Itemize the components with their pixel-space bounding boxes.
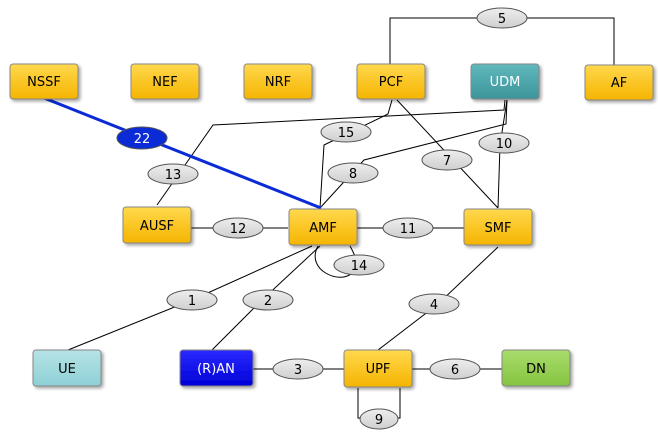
nf-dn[interactable]: DN	[501, 349, 571, 387]
nf-amf[interactable]: AMF	[288, 208, 358, 246]
nf-nef-label: NEF	[152, 75, 177, 90]
nf-nrf[interactable]: NRF	[243, 63, 313, 100]
ref-point-13: 13	[147, 163, 199, 185]
nf-smf-label: SMF	[485, 221, 512, 236]
ref-point-15-label: 15	[338, 126, 355, 141]
ref-point-22: 22	[116, 126, 168, 150]
ref-point-7: 7	[421, 149, 473, 171]
ref-point-5-label: 5	[498, 12, 506, 27]
nf-nssf-label: NSSF	[27, 75, 61, 90]
nf-ausf[interactable]: AUSF	[122, 206, 192, 244]
nf-upf-label: UPF	[366, 362, 391, 377]
ref-point-10: 10	[478, 132, 530, 154]
nf-nef[interactable]: NEF	[130, 63, 200, 100]
nf-udm-label: UDM	[490, 75, 521, 90]
ref-point-14: 14	[333, 254, 385, 276]
nf-upf[interactable]: UPF	[343, 349, 413, 388]
ref-point-7-label: 7	[443, 154, 451, 169]
nf-pcf[interactable]: PCF	[356, 63, 426, 100]
nf-nrf-label: NRF	[265, 75, 291, 90]
ref-point-22-label: 22	[134, 132, 151, 147]
ref-point-12-label: 12	[230, 222, 247, 237]
ref-point-8-label: 8	[349, 167, 357, 182]
link-amf-udm	[319, 99, 508, 209]
nf-ue[interactable]: UE	[32, 349, 102, 387]
nf-nssf[interactable]: NSSF	[9, 63, 79, 100]
ref-point-10-label: 10	[496, 137, 513, 152]
ref-point-15: 15	[320, 121, 372, 143]
ref-point-9-label: 9	[375, 413, 383, 428]
nf-dn-label: DN	[526, 362, 546, 377]
nf-ran-label: (R)AN	[197, 362, 235, 377]
nf-udm[interactable]: UDM	[470, 63, 540, 100]
ref-point-2-label: 2	[264, 294, 272, 309]
nf-pcf-label: PCF	[379, 75, 403, 90]
nf-ran[interactable]: (R)AN	[179, 349, 254, 387]
link-udm-smf	[497, 99, 508, 209]
link-nssf-amf-highlight	[43, 96, 322, 210]
ref-point-3-label: 3	[294, 363, 302, 378]
ref-point-5: 5	[476, 7, 528, 29]
ref-point-14-label: 14	[351, 259, 368, 274]
ref-point-2: 2	[242, 289, 294, 311]
ref-point-1: 1	[166, 289, 218, 311]
nf-amf-label: AMF	[309, 221, 337, 236]
nf-ausf-label: AUSF	[140, 219, 174, 234]
ref-point-13-label: 13	[165, 168, 182, 183]
ref-point-12: 12	[212, 217, 264, 239]
nf-af-label: AF	[611, 76, 627, 91]
ref-point-4-label: 4	[430, 298, 438, 313]
ref-point-1-label: 1	[188, 294, 196, 309]
nf-smf[interactable]: SMF	[463, 208, 533, 246]
ref-point-11-label: 11	[400, 222, 417, 237]
ref-point-4: 4	[408, 293, 460, 315]
nf-af[interactable]: AF	[584, 64, 654, 101]
ref-point-11: 11	[382, 217, 434, 239]
ref-point-8: 8	[327, 162, 379, 184]
ref-point-3: 3	[272, 358, 324, 380]
ref-point-9: 9	[359, 408, 399, 430]
nf-ue-label: UE	[58, 362, 76, 377]
ref-point-6: 6	[429, 358, 481, 380]
ref-point-6-label: 6	[451, 363, 459, 378]
